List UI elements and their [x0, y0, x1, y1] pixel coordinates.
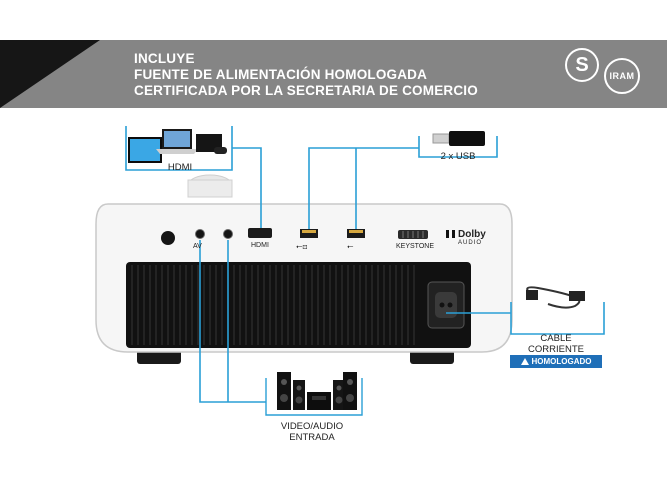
usb-port-1 [300, 229, 318, 238]
banner-line-1: INCLUYE [134, 51, 195, 66]
badge-text: HOMOLOGADO [531, 357, 592, 366]
warning-icon [520, 358, 529, 365]
iram-seal-icon: IRAM [604, 58, 640, 94]
power-cable-icon [526, 286, 585, 309]
callout-lines [125, 126, 605, 416]
safety-seal-icon: S [565, 48, 599, 82]
av-port [195, 229, 205, 239]
video-audio-line-2: ENTRADA [289, 432, 335, 443]
devices-icon [128, 129, 227, 163]
dolby-label: Dolby [458, 229, 486, 240]
banner-text: INCLUYE FUENTE DE ALIMENTACIÓN HOMOLOGAD… [134, 51, 478, 99]
banner-line-2: FUENTE DE ALIMENTACIÓN HOMOLOGADA [134, 67, 428, 82]
dolby-sub-label: AUDIO [458, 240, 483, 246]
projector-foot-left [137, 350, 181, 364]
speaker-system-icon [277, 372, 357, 410]
hdmi-port [248, 228, 272, 238]
projector-foot-right [410, 350, 454, 364]
vent-grille [126, 262, 471, 348]
video-audio-line-1: VIDEO/AUDIO [280, 421, 344, 432]
cable-callout-label: CABLE CORRIENTE [516, 333, 596, 355]
hdmi-callout-label: HDMI [167, 162, 193, 173]
focus-knob-body [187, 179, 233, 198]
seal-s-letter: S [575, 53, 589, 76]
usb-callout-label: 2 x USB [440, 151, 476, 162]
hdmi-port-label: HDMI [251, 242, 269, 249]
usb-stick-icon [432, 131, 485, 146]
av-port-label: AV [193, 243, 202, 250]
usb-port-1-label: ⭠⊡ [296, 242, 308, 251]
headphone-port [223, 229, 233, 239]
top-banner [0, 40, 667, 108]
seal-iram-text: IRAM [609, 71, 635, 81]
homologado-badge: HOMOLOGADO [510, 355, 602, 368]
power-button [161, 231, 175, 245]
power-socket-inner [435, 292, 457, 318]
usb-port-2 [347, 229, 365, 238]
cable-line-1: CABLE [540, 333, 572, 344]
keystone-label: KEYSTONE [396, 243, 434, 250]
banner-line-3: CERTIFICADA POR LA SECRETARIA DE COMERCI… [134, 83, 478, 98]
usb-port-2-label: ⭠ [347, 242, 354, 251]
cable-line-2: CORRIENTE [528, 344, 584, 355]
video-audio-label: VIDEO/AUDIO ENTRADA [262, 421, 362, 443]
